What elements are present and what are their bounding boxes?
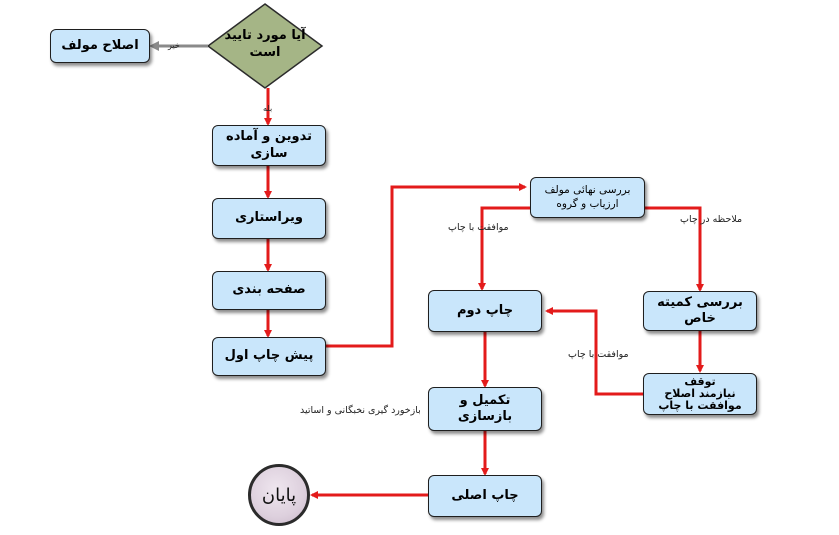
second-print-box[interactable]: چاپ دوم <box>428 290 542 332</box>
note-in-print-label: ملاحظه در چاپ <box>680 214 743 225</box>
main-print-box[interactable]: چاپ اصلی <box>428 475 542 517</box>
decision-text: آیا مورد تایید است <box>224 28 306 60</box>
no-label: خیر <box>168 41 180 50</box>
feedback-label: بازخورد گیری نخبگانی و اساتید <box>300 405 421 416</box>
author-revision-box[interactable]: اصلاح مولف <box>50 29 150 63</box>
approve-print-label-left: موافقت با چاپ <box>448 222 509 233</box>
approve-print-label-mid: موافقت با چاپ <box>568 349 629 360</box>
arrow-proof-review <box>326 183 527 348</box>
compile-box[interactable]: تدوین و آماده سازی <box>212 125 326 166</box>
first-proof-box[interactable]: پیش چاپ اول <box>212 337 326 376</box>
yes-label: بله <box>263 104 273 113</box>
committee-box[interactable]: بررسی کمیته خاص <box>643 291 757 331</box>
arrow-review-committee <box>645 206 704 292</box>
layout-box[interactable]: صفحه بندی <box>212 271 326 310</box>
end-circle[interactable]: پایان <box>248 464 310 526</box>
edit-box[interactable]: ویراستاری <box>212 198 326 239</box>
complete-box[interactable]: تکمیل و بازسازی <box>428 387 542 431</box>
final-review-box[interactable]: بررسی نهائی مولف ارزیاب و گروه <box>530 177 645 218</box>
arrow-review-second-print <box>478 206 530 291</box>
arrow-stop-second-print <box>545 307 643 396</box>
decision-diamond <box>206 3 324 89</box>
stop-box[interactable]: توقف نیازمند اصلاح موافقت با چاپ <box>643 373 757 415</box>
